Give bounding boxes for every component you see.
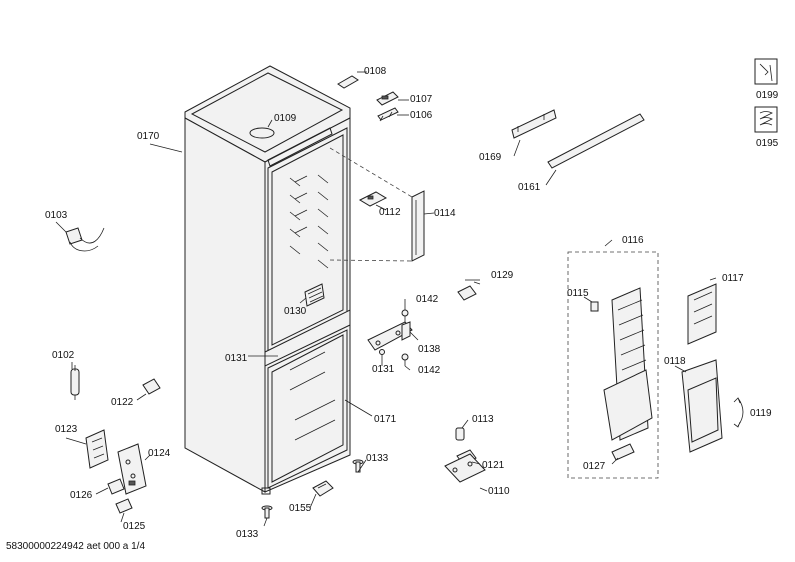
part-0113[interactable]: [455, 427, 465, 441]
light-module-part[interactable]: [358, 191, 388, 207]
coil-icon: [754, 106, 778, 133]
evaporator-group-0116[interactable]: [567, 251, 659, 479]
leveling-foot-left[interactable]: [261, 505, 273, 519]
door-damper-part[interactable]: [70, 365, 80, 400]
label-0110: 0110: [488, 486, 510, 497]
top-plug-part[interactable]: [249, 127, 275, 139]
roller-part[interactable]: [312, 480, 334, 497]
label-0133b: 0133: [366, 453, 389, 464]
label-0118: 0118: [664, 356, 686, 367]
label-0126: 0126: [70, 490, 93, 501]
part-0115[interactable]: [590, 301, 599, 312]
label-0199: 0199: [756, 90, 779, 101]
label-0161: 0161: [518, 182, 541, 193]
label-0131b: 0131: [372, 364, 395, 375]
label-0121: 0121: [482, 460, 505, 471]
clip-0126[interactable]: [107, 478, 125, 495]
label-0130: 0130: [284, 306, 307, 317]
cover-strip-part[interactable]: [411, 190, 425, 262]
label-0170: 0170: [137, 131, 160, 142]
label-0119: 0119: [750, 408, 772, 419]
label-0142a: 0142: [416, 294, 439, 305]
cover-panel-0117[interactable]: [687, 283, 717, 345]
part-0129[interactable]: [457, 281, 481, 301]
middle-hinge-part[interactable]: [367, 321, 413, 351]
clip-0125[interactable]: [115, 498, 133, 514]
label-0117: 0117: [722, 273, 744, 284]
label-0114: 0114: [434, 208, 456, 219]
tool-icon: [754, 58, 778, 85]
label-0127: 0127: [583, 461, 606, 472]
label-0124: 0124: [148, 448, 171, 459]
label-0112: 0112: [379, 207, 401, 218]
label-0107: 0107: [410, 94, 433, 105]
air-vent-part[interactable]: [304, 283, 325, 307]
shelf-rails: [289, 174, 329, 269]
rail-0169[interactable]: [511, 109, 557, 139]
bracket-0123[interactable]: [85, 429, 109, 469]
label-0195: 0195: [756, 138, 779, 149]
label-0169: 0169: [479, 152, 502, 163]
power-cord-part[interactable]: [65, 227, 105, 252]
label-0133a: 0133: [236, 529, 259, 540]
label-0106: 0106: [410, 110, 433, 121]
document-reference: 58300000224942 aet 000 a 1/4: [6, 541, 146, 552]
label-0123: 0123: [55, 424, 78, 435]
screw-0131[interactable]: [379, 349, 385, 361]
arrow-0119: [733, 397, 744, 428]
label-0115: 0115: [567, 288, 589, 299]
label-0138: 0138: [418, 344, 441, 355]
label-0171: 0171: [374, 414, 397, 425]
air-duct-0118[interactable]: [681, 359, 723, 453]
leveling-foot-right[interactable]: [352, 459, 364, 473]
trim-strip-0161[interactable]: [547, 113, 645, 169]
label-0131a: 0131: [225, 353, 248, 364]
label-0122: 0122: [111, 397, 134, 408]
label-0102: 0102: [52, 350, 75, 361]
bottom-hinge-0110[interactable]: [444, 453, 486, 483]
label-0116: 0116: [622, 235, 644, 246]
electronic-module-part[interactable]: [117, 443, 147, 495]
leader-lines: [55, 71, 717, 527]
label-0155: 0155: [289, 503, 312, 514]
label-0129: 0129: [491, 270, 514, 281]
label-0113: 0113: [472, 414, 494, 425]
label-0103: 0103: [45, 210, 68, 221]
top-hinge-parts[interactable]: [337, 75, 399, 122]
label-0108: 0108: [364, 66, 387, 77]
label-0125: 0125: [123, 521, 146, 532]
spacer-part[interactable]: [142, 378, 161, 395]
label-0142b: 0142: [418, 365, 441, 376]
label-0109: 0109: [274, 113, 297, 124]
